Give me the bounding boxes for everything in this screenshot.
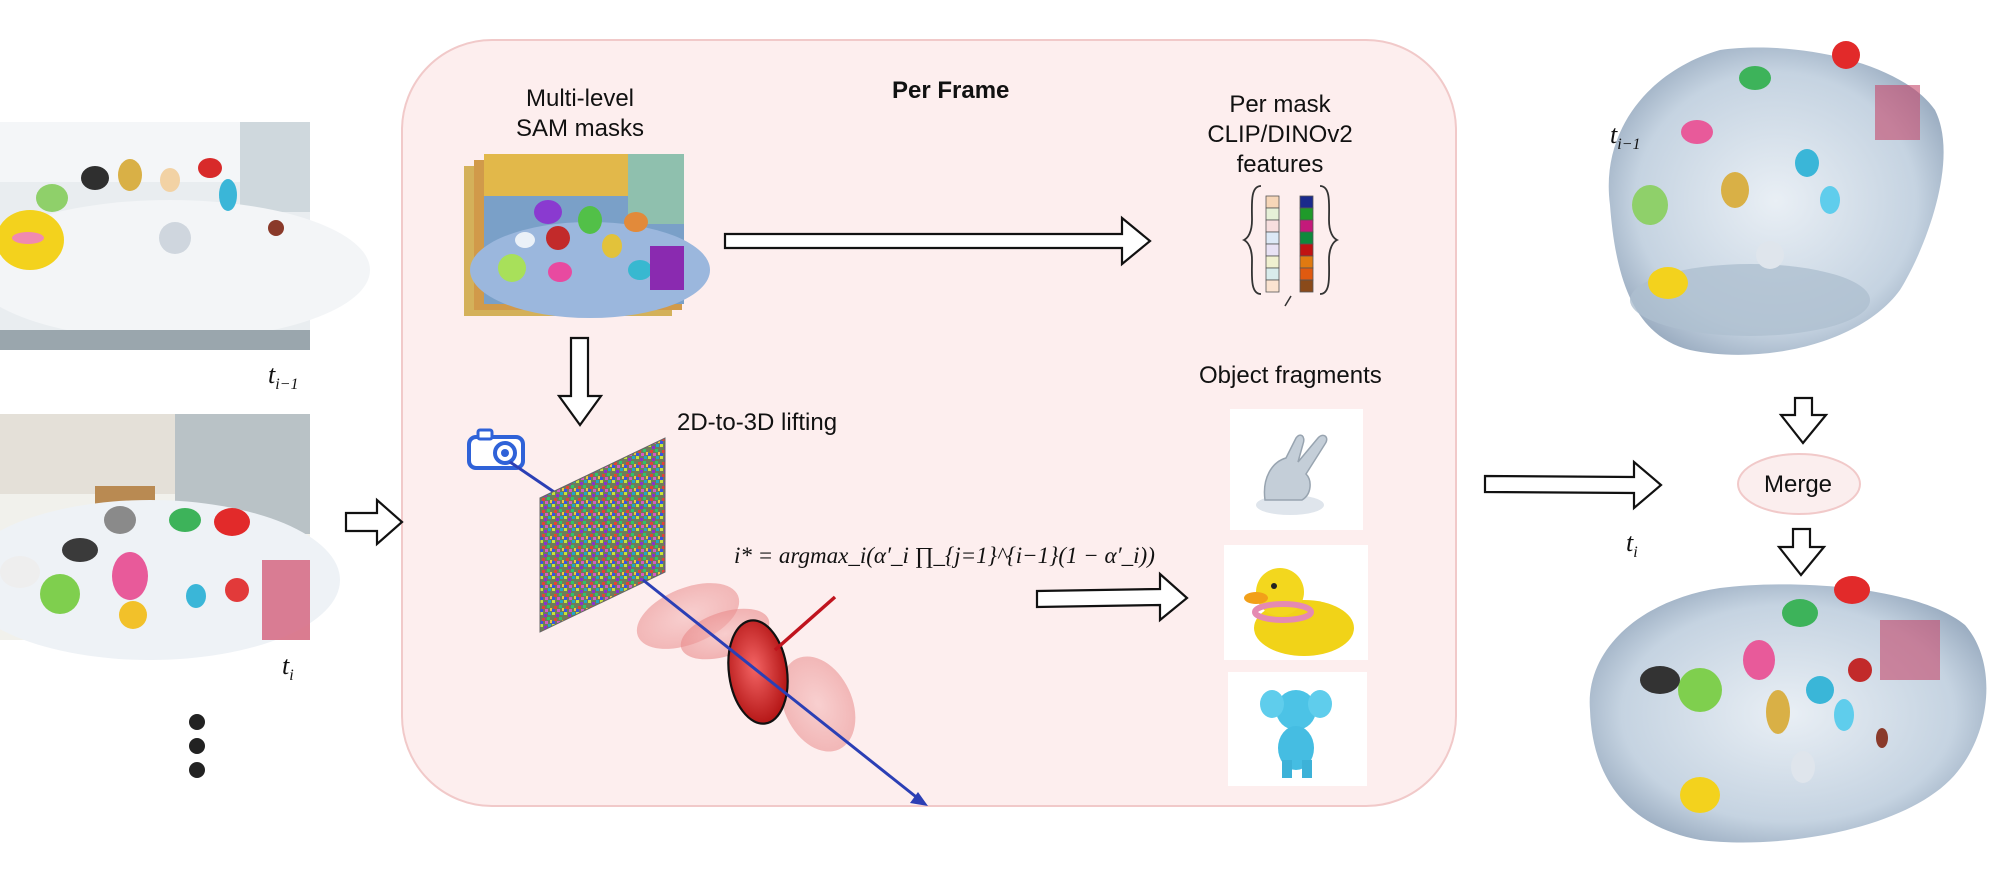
arrow-merge-to-scene — [1776, 527, 1827, 577]
arrow-sam-to-lifting — [556, 336, 604, 427]
output-curr-label: ti — [1626, 528, 1638, 562]
more-frames-dot-2 — [189, 738, 205, 754]
fragments-label: Object fragments — [1199, 362, 1382, 389]
feature-cell — [1299, 267, 1314, 281]
feature-cell — [1265, 219, 1280, 233]
merge-node — [1737, 453, 1861, 515]
feature-cell — [1265, 231, 1280, 245]
fragment-duck — [1224, 545, 1368, 660]
output-prev-label: ti−1 — [1610, 120, 1640, 154]
input-frame-prev-image — [0, 122, 370, 350]
feature-cell — [1299, 231, 1314, 245]
sam-label: Multi-level SAM masks — [510, 84, 650, 144]
feature-cell — [1265, 207, 1280, 221]
fragment-hand — [1230, 409, 1363, 530]
input-frame-curr-image — [0, 414, 340, 660]
feature-vectors — [1241, 185, 1340, 307]
more-frames-dot-1 — [189, 714, 205, 730]
more-frames-dot-3 — [189, 762, 205, 778]
camera-ray-top — [509, 460, 561, 498]
output-prev-label-base: t — [1610, 120, 1618, 149]
feature-cell — [1265, 267, 1280, 281]
features-label-line2: CLIP/DINOv2 — [1207, 121, 1353, 148]
scene-merged-3d-image — [1589, 576, 1987, 843]
feature-cell — [1265, 255, 1280, 269]
arrow-lifting-to-fragments — [1035, 571, 1189, 623]
sam-label-line1: Multi-level — [525, 85, 635, 112]
feature-cell — [1299, 255, 1314, 269]
features-label: Per mask CLIP/DINOv2 features — [1190, 90, 1370, 180]
normal-red-line — [773, 595, 837, 652]
rendered-noise-plane — [539, 437, 666, 633]
output-curr-label-sub: i — [1633, 544, 1638, 562]
input-frame-curr-label-sub: i — [289, 667, 294, 685]
per-frame-title: Per Frame — [892, 77, 1010, 104]
feature-cell — [1299, 219, 1314, 233]
scene-prev-3d-image — [1608, 41, 1944, 355]
output-curr-label-base: t — [1626, 528, 1634, 557]
arrow-frames-to-panel — [344, 497, 404, 547]
selection-formula: i* = argmax_i(α′_i ∏_{j=1}^{i−1}(1 − α′_… — [734, 543, 1155, 568]
features-label-line1: Per mask — [1229, 91, 1331, 118]
sam-label-line2: SAM masks — [515, 115, 644, 142]
output-prev-label-sub: i−1 — [1617, 136, 1641, 154]
input-frame-curr-label-base: t — [282, 651, 290, 680]
feature-vector-clip — [1265, 195, 1280, 293]
fragment-elephant — [1228, 672, 1367, 786]
gaussian-4 — [780, 656, 856, 752]
input-frame-curr-label: ti — [282, 651, 294, 685]
input-frame-prev-label-base: t — [268, 360, 276, 389]
arrow-prev-to-merge — [1778, 396, 1829, 445]
feature-cell — [1265, 243, 1280, 257]
feature-cell — [1265, 195, 1280, 209]
features-label-line3: features — [1236, 151, 1324, 178]
camera-ray-arrowhead — [910, 792, 928, 806]
feature-cell — [1299, 279, 1314, 293]
feature-cell — [1299, 207, 1314, 221]
arrow-sam-to-features — [723, 215, 1152, 267]
feature-cell — [1299, 195, 1314, 209]
camera-ray-bottom — [642, 578, 921, 802]
arrow-panel-to-output — [1483, 459, 1663, 511]
input-frame-prev-label-sub: i−1 — [275, 376, 299, 394]
feature-vector-dino — [1299, 195, 1314, 293]
feature-cell — [1265, 279, 1280, 293]
lifting-label: 2D-to-3D lifting — [677, 409, 838, 436]
sam-masks-image — [464, 154, 710, 318]
camera-icon — [467, 428, 525, 470]
merge-label: Merge — [1764, 471, 1833, 498]
feature-cell — [1299, 243, 1314, 257]
input-frame-prev-label: ti−1 — [268, 360, 298, 394]
